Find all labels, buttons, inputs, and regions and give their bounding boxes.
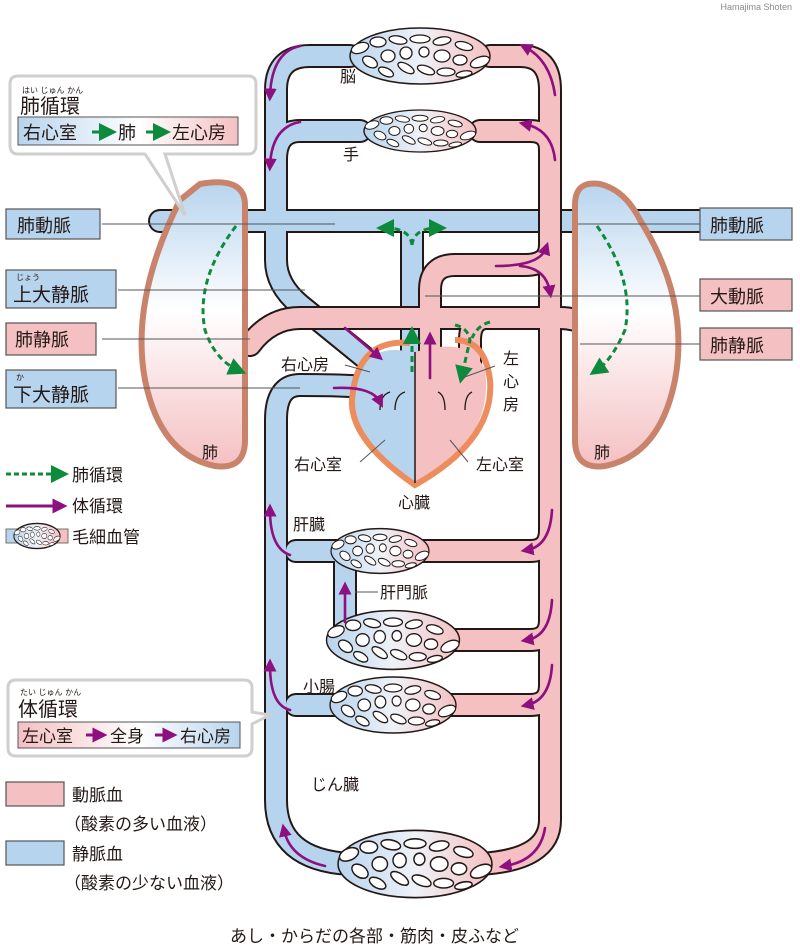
capillary-small-intestine	[325, 609, 462, 671]
systemic-callout	[6, 678, 275, 758]
label-right-atrium: 右心房	[281, 355, 329, 374]
capillary-brain	[349, 27, 492, 85]
legend-capillary-label: 毛細血管	[72, 528, 140, 548]
systemic-callout-title: 体循環	[18, 697, 78, 721]
heart	[348, 337, 494, 489]
label-heart: 心臓	[398, 493, 430, 512]
pulmonary-callout-ruby: はい じゅん かん	[22, 86, 83, 95]
leader-lines	[102, 223, 700, 593]
label-lung-left: 肺	[202, 443, 218, 462]
pulmonary-flow-step-1: 右心室	[23, 123, 77, 144]
publisher-credit: Hamajima Shoten	[720, 2, 792, 12]
systemic-flow-step-3: 右心房	[180, 727, 231, 747]
label-pulmonary-artery-left: 肺動脈	[17, 216, 71, 237]
label-aorta: 大動脈	[710, 287, 764, 308]
label-pulmonary-vein-right: 肺静脈	[710, 336, 764, 357]
legend-pulmonary-label: 肺循環	[72, 466, 123, 486]
label-left-atrium-2: 心	[503, 372, 519, 391]
capillary-body	[337, 829, 494, 899]
label-right-ventricle: 右心室	[294, 455, 342, 474]
legend-arterial-note: （酸素の多い血液）	[64, 815, 217, 835]
legend-graphics	[5, 465, 69, 866]
label-pulmonary-vein-left: 肺静脈	[15, 330, 69, 351]
legend-capillary-icon	[13, 522, 61, 550]
systemic-flow-step-2: 全身	[110, 727, 144, 747]
capillary-kidney	[329, 676, 458, 734]
label-portal-vein: 肝門脈	[380, 583, 428, 602]
label-inferior-vena-cava: 下大静脈	[13, 384, 89, 406]
pulmonary-callout	[8, 74, 258, 216]
legend-arterial-label: 動脈血	[72, 786, 123, 806]
label-inferior-vena-cava-ruby: か	[16, 373, 24, 382]
systemic-flow-arrows	[263, 43, 557, 872]
legend-venous-swatch	[5, 840, 65, 866]
callout-arrows	[86, 123, 178, 743]
pulmonary-flow-step-2: 肺	[118, 123, 136, 144]
label-left-ventricle: 左心室	[476, 455, 524, 474]
legend-venous-note: （酸素の少ない血液）	[64, 874, 234, 894]
label-superior-vena-cava: 上大静脈	[13, 284, 89, 306]
systemic-flow-step-1: 左心室	[22, 727, 73, 747]
pulmonary-flow-step-3: 左心房	[172, 123, 226, 144]
label-small-intestine: 小腸	[303, 677, 335, 696]
legend-venous-label: 静脈血	[72, 845, 123, 865]
label-hand: 手	[343, 145, 359, 164]
capillary-liver	[330, 527, 431, 575]
text-labels: はい じゅん かん 肺循環 右心室 肺 左心房 たい じゅん かん 体循環 左心…	[13, 67, 764, 947]
label-kidney: じん臓	[311, 775, 359, 794]
legend-arterial-swatch	[5, 781, 65, 807]
label-liver: 肝臓	[293, 515, 325, 534]
label-body-parts: あし・からだの各部・筋肉・皮ふなど	[230, 927, 519, 947]
label-left-atrium-3: 房	[503, 395, 519, 414]
label-left-atrium-1: 左	[503, 349, 519, 368]
legend-systemic-label: 体循環	[72, 497, 123, 517]
pulmonary-callout-title: 肺循環	[20, 94, 80, 118]
capillary-hand	[363, 109, 478, 153]
label-boxes	[5, 207, 793, 409]
label-brain: 脳	[340, 67, 356, 86]
label-superior-vena-cava-ruby: じょう	[16, 273, 40, 282]
pulmonary-flow-arrows	[201, 219, 629, 384]
systemic-callout-ruby: たい じゅん かん	[20, 688, 81, 697]
label-pulmonary-artery-right: 肺動脈	[710, 216, 764, 237]
label-lung-right: 肺	[594, 443, 610, 462]
